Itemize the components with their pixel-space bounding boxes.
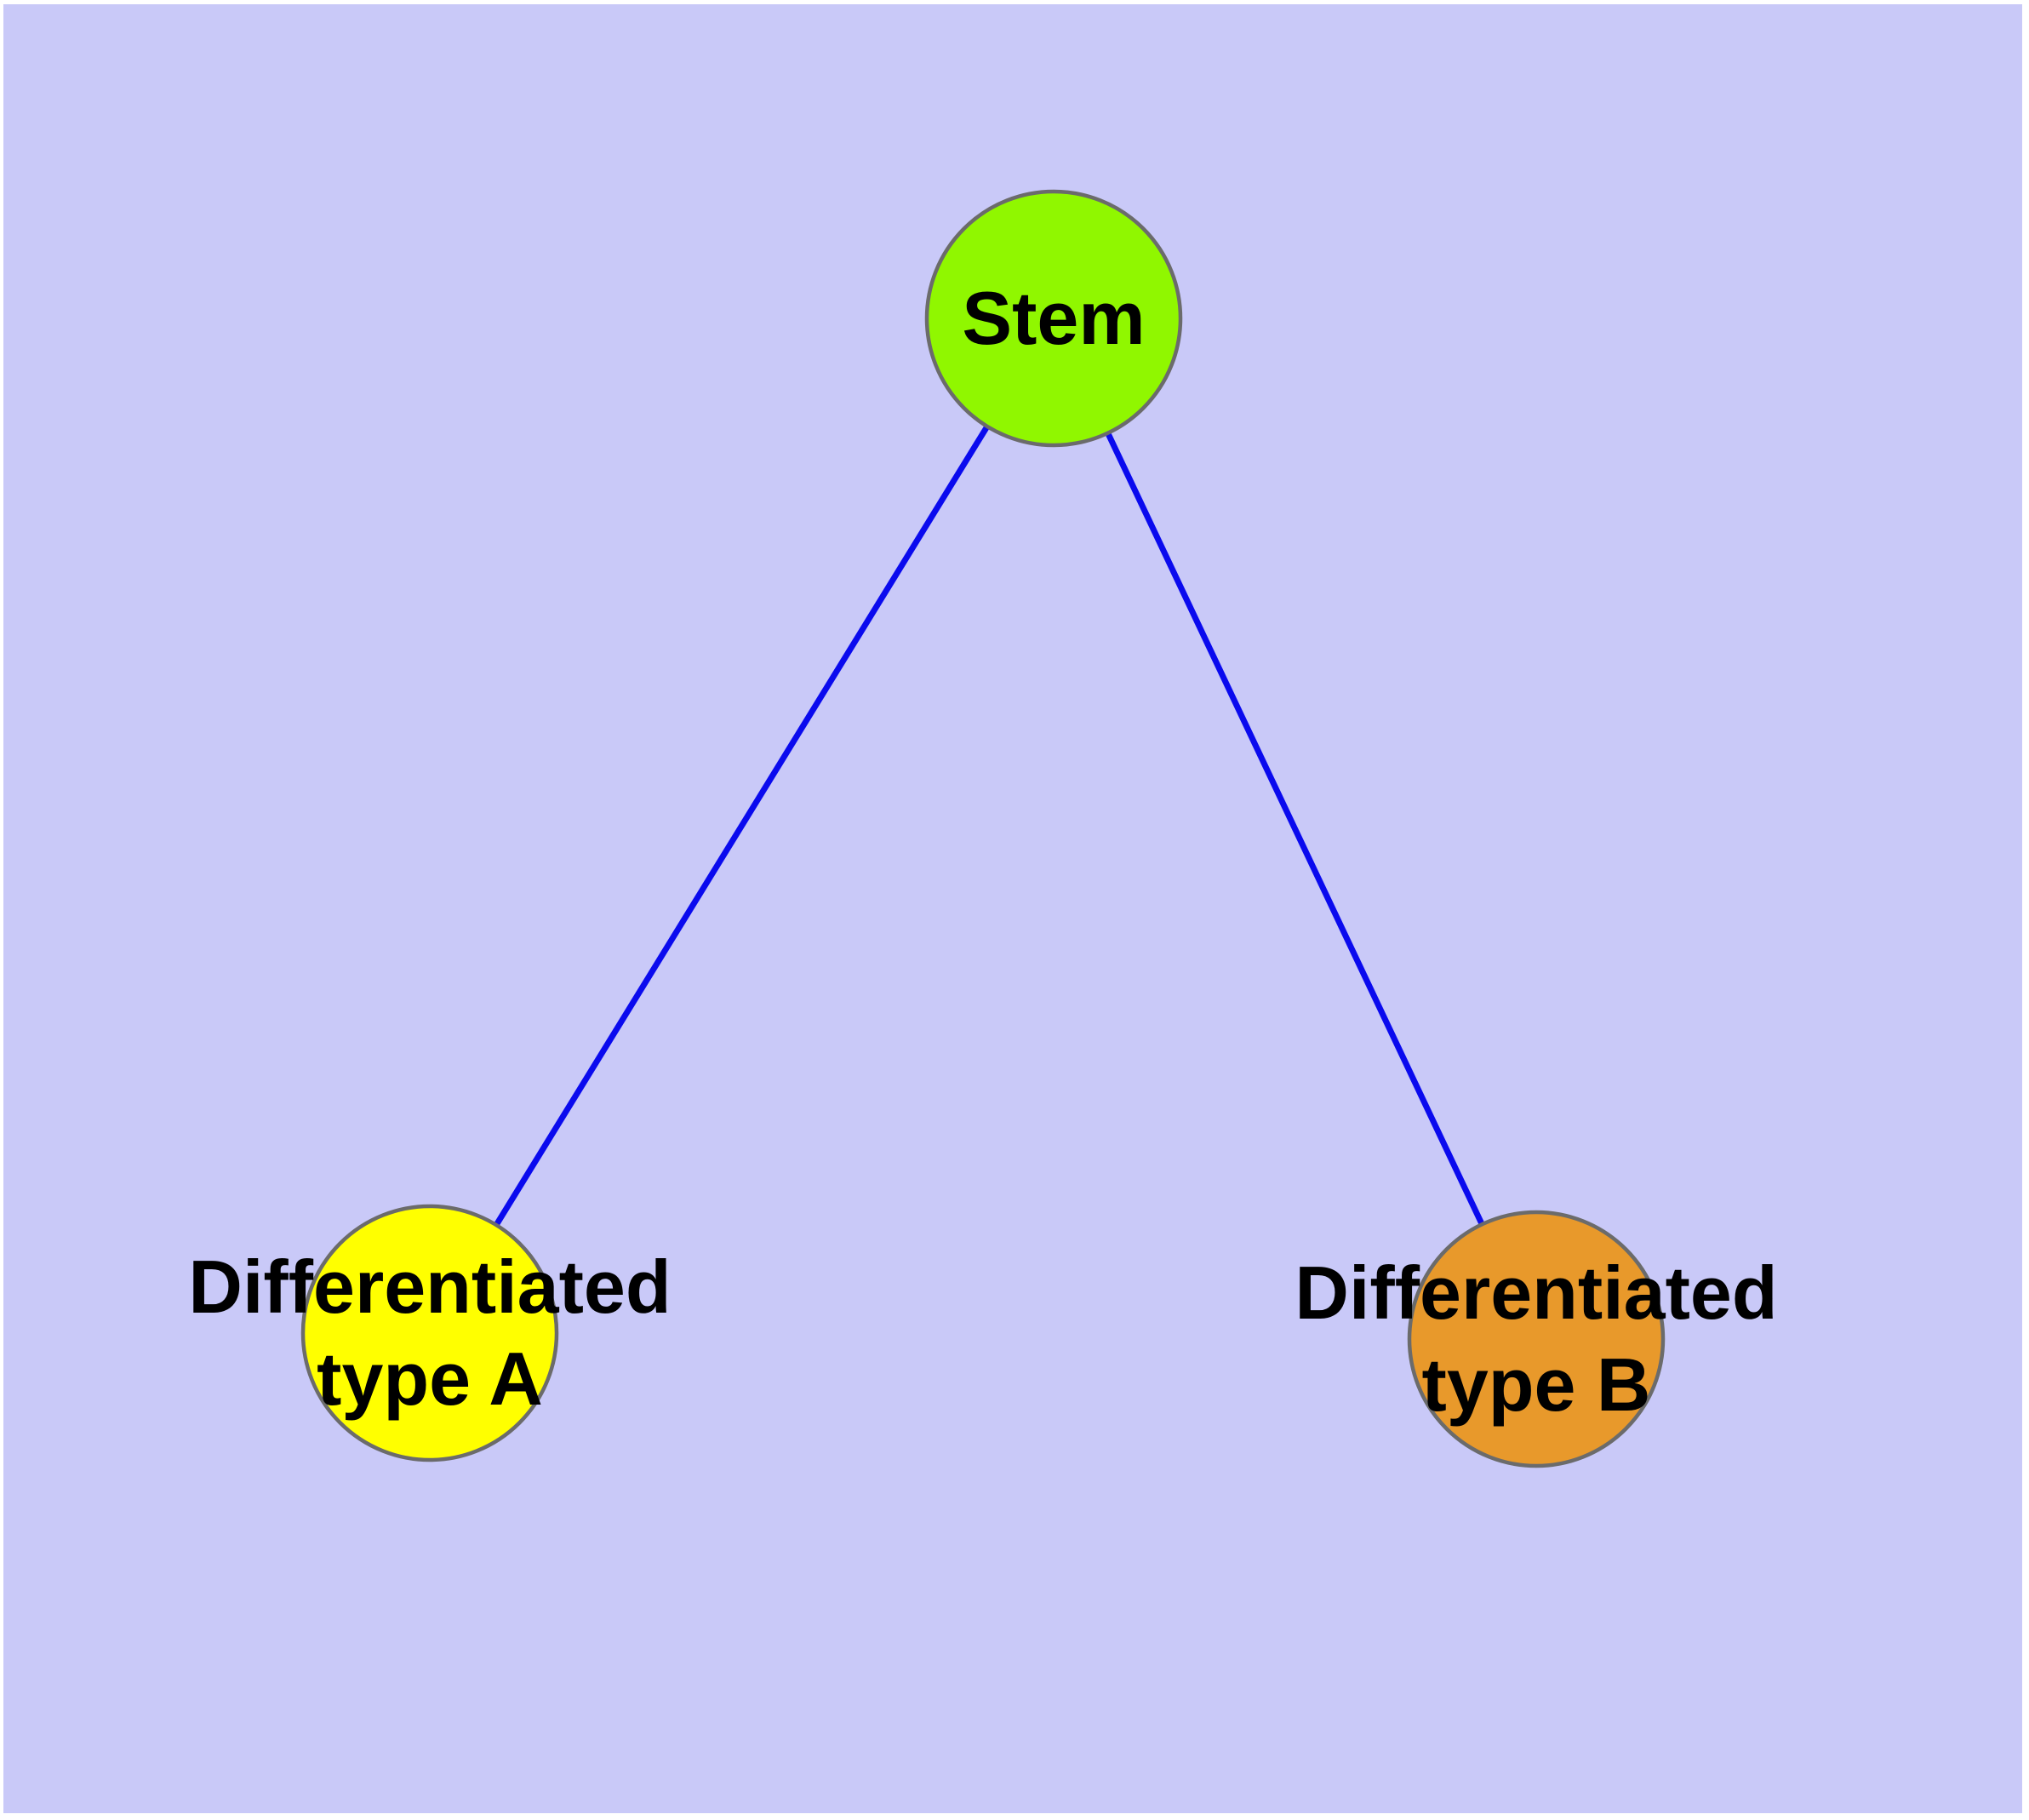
node-type-a-circle[interactable] — [300, 1204, 559, 1462]
edge-stem-to-type-a — [427, 317, 1056, 1335]
node-stem-circle[interactable] — [924, 189, 1183, 448]
edge-stem-to-type-b — [1050, 317, 1540, 1341]
node-type-b-circle[interactable] — [1407, 1210, 1666, 1468]
